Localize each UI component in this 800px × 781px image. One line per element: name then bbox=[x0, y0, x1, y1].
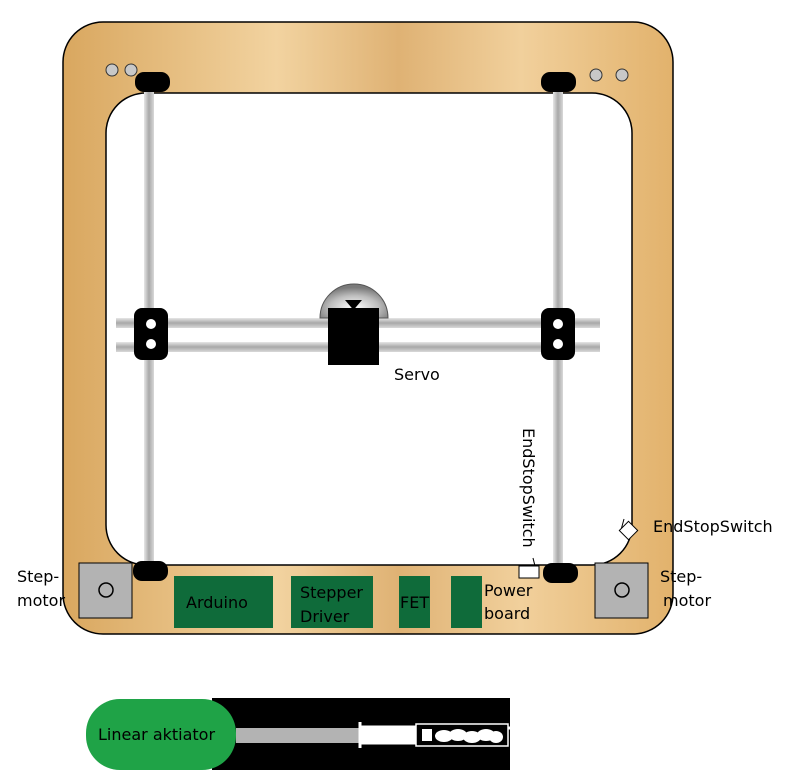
endstop-vertical-label: EndStopSwitch bbox=[519, 428, 538, 548]
screw-hole bbox=[589, 68, 603, 82]
power-board-label-line1: Power bbox=[484, 581, 533, 600]
bottom-left-rod-mount bbox=[133, 561, 168, 581]
endstop-right-label: EndStopSwitch bbox=[653, 517, 773, 536]
servo bbox=[319, 283, 389, 365]
screw-hole bbox=[105, 63, 119, 77]
syringe-barrel bbox=[359, 724, 417, 746]
syringe-content bbox=[435, 729, 503, 743]
screw-hole bbox=[615, 68, 629, 82]
arduino-board bbox=[174, 576, 273, 628]
stepper-driver-label-line1: Stepper bbox=[300, 583, 364, 602]
fet-board bbox=[399, 576, 430, 628]
power-board-label-line2: board bbox=[484, 604, 531, 623]
linear-actuator bbox=[86, 698, 520, 770]
right-step-motor bbox=[594, 562, 649, 619]
stepmotor-left-label-line2: motor bbox=[17, 591, 66, 610]
linear-actuator-label: Linear aktiator bbox=[98, 725, 216, 744]
stepper-driver-board bbox=[291, 576, 373, 628]
stepper-driver-label-line2: Driver bbox=[300, 607, 350, 626]
left-carriage bbox=[134, 308, 168, 360]
actuator-rod bbox=[236, 728, 360, 743]
bottom-right-rod-mount bbox=[543, 563, 578, 583]
top-right-rod-mount bbox=[541, 72, 576, 92]
servo-label: Servo bbox=[394, 365, 440, 384]
arduino-label: Arduino bbox=[186, 593, 248, 612]
left-step-motor bbox=[78, 562, 133, 619]
screw-holes bbox=[105, 63, 629, 82]
screw-hole bbox=[124, 63, 138, 77]
fet-label: FET bbox=[400, 593, 430, 612]
right-carriage bbox=[541, 308, 575, 360]
actuator-motor bbox=[86, 699, 236, 770]
endstop-switch-right bbox=[618, 518, 639, 541]
top-left-rod-mount bbox=[135, 72, 170, 92]
stepmotor-right-label-line2: motor bbox=[663, 591, 712, 610]
power-board bbox=[451, 576, 482, 628]
stepmotor-left-label-line1: Step- bbox=[17, 567, 60, 586]
endstop-switch-bottom bbox=[518, 557, 540, 579]
stepmotor-right-label-line1: Step- bbox=[660, 567, 703, 586]
